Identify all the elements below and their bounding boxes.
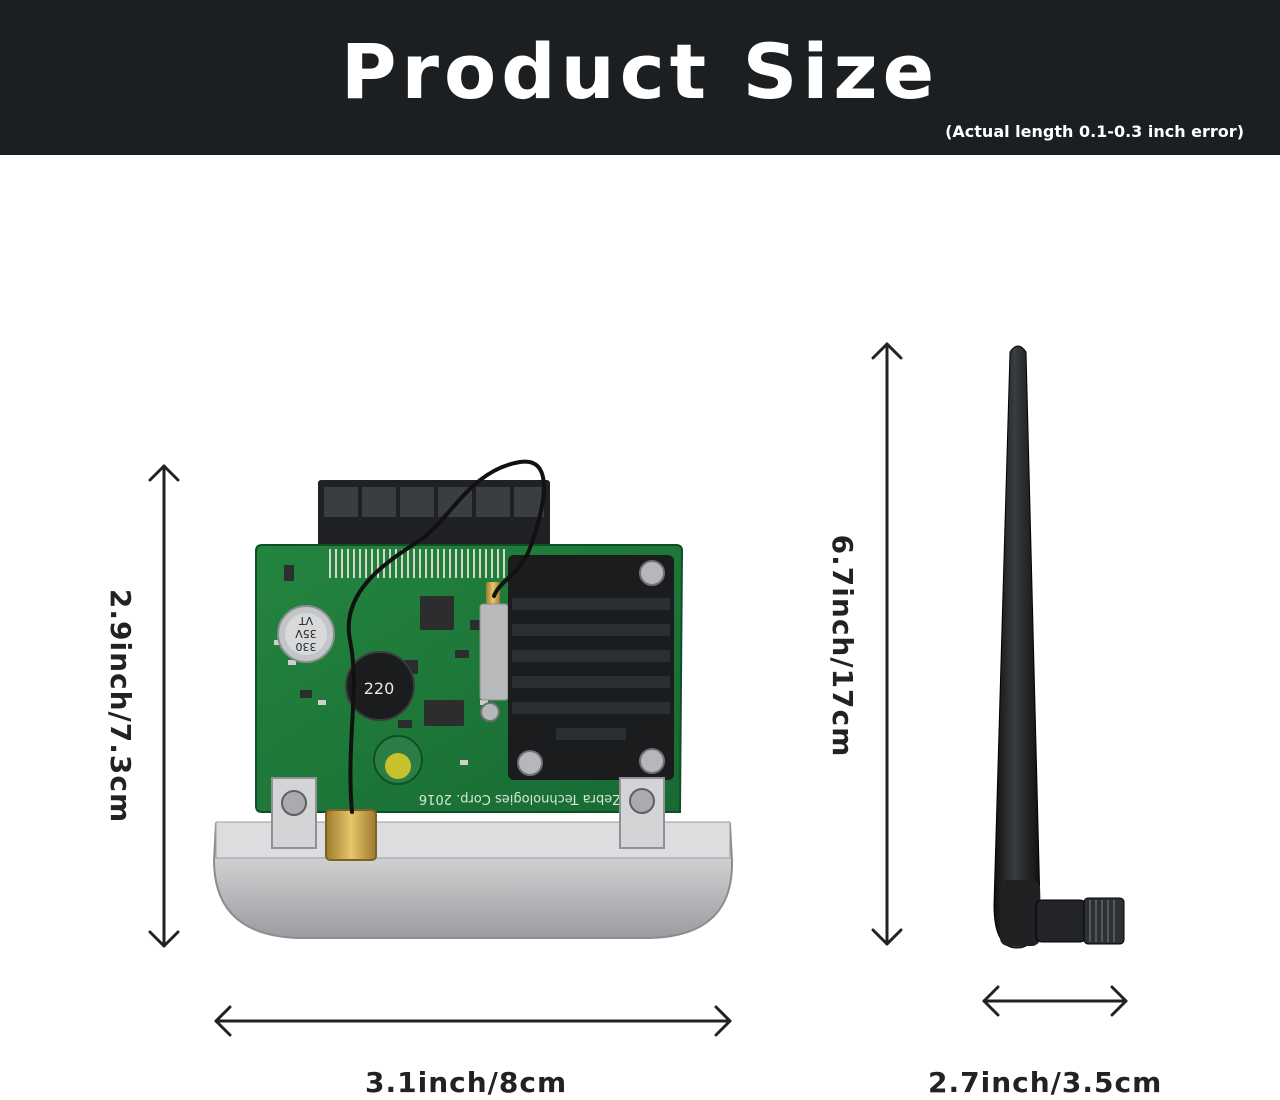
heatsink	[508, 555, 674, 780]
rf-module	[479, 603, 509, 701]
tolerance-note: (Actual length 0.1-0.3 inch error)	[945, 122, 1244, 141]
board-height-label: 2.9inch/7.3cm	[104, 588, 137, 824]
svg-text:330: 330	[296, 640, 317, 653]
antenna-width-arrow	[982, 985, 1128, 1017]
sma-connector	[325, 809, 377, 861]
antenna-height-arrow	[871, 342, 903, 946]
board-width-label: 3.1inch/8cm	[365, 1066, 568, 1099]
antenna-base	[1035, 899, 1087, 943]
antenna-width-label: 2.7inch/3.5cm	[928, 1066, 1163, 1099]
silkscreen-text: Zebra Technologies Corp. 2016	[419, 791, 621, 806]
svg-text:35V: 35V	[295, 627, 317, 640]
antenna-height-label: 6.7inch/17cm	[826, 534, 859, 758]
coax-cable	[346, 459, 546, 814]
inductor-marking: 220	[364, 679, 395, 698]
antenna-whip	[993, 345, 1041, 949]
wireless-board: 330 35V VT 220	[212, 459, 734, 939]
board-height-arrow	[148, 464, 180, 948]
header-band: Product Size (Actual length 0.1-0.3 inch…	[0, 0, 1280, 155]
svg-text:VT: VT	[299, 614, 314, 627]
inductor	[345, 651, 415, 721]
antenna	[993, 345, 1125, 949]
board-width-arrow	[214, 1005, 732, 1037]
page-title: Product Size	[340, 27, 940, 116]
